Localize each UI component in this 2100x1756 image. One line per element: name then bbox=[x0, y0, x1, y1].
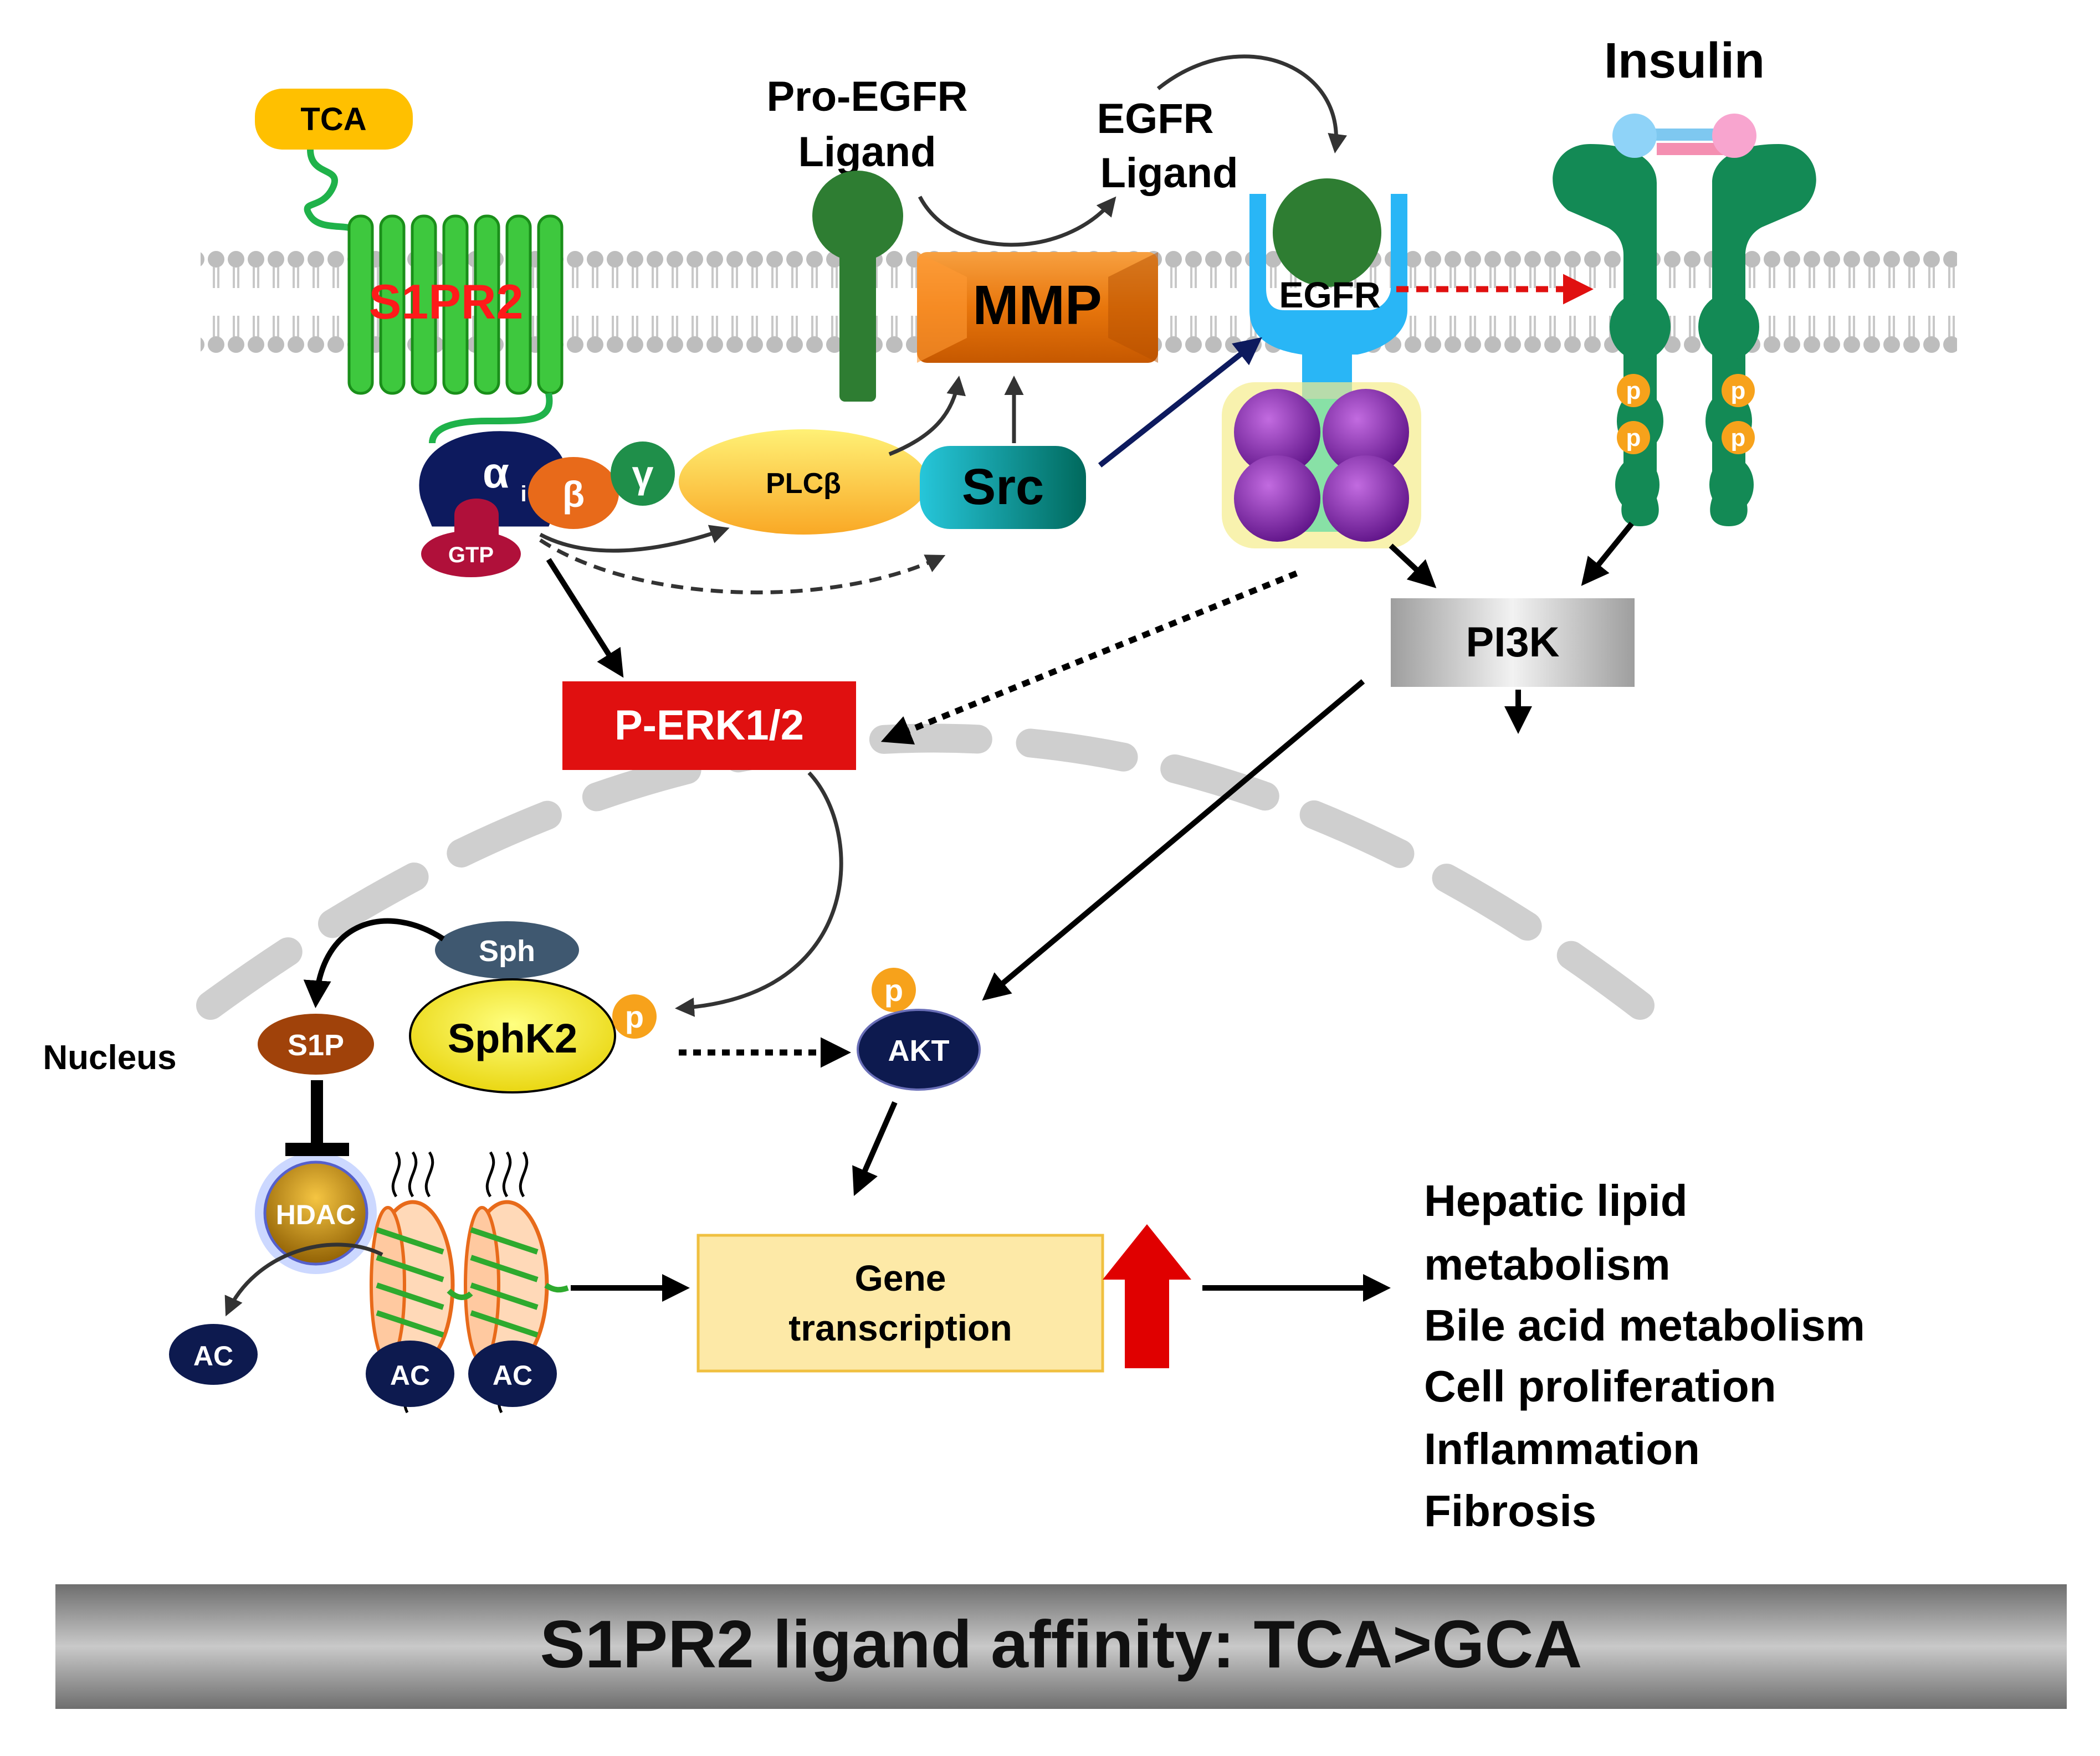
pro-egfr-ligand-label-2: Ligand bbox=[798, 129, 936, 176]
s1pr2-label: S1PR2 bbox=[369, 274, 524, 329]
insulin-label: Insulin bbox=[1604, 33, 1765, 89]
egfr-ligand-label-1: EGFR bbox=[1097, 95, 1213, 142]
egfr-kinase-domain bbox=[1222, 382, 1421, 548]
phospho-site-akt bbox=[872, 968, 916, 1012]
sphk2-kinase: SphK2 p bbox=[409, 978, 657, 1093]
ac-group-1: AC bbox=[366, 1341, 454, 1407]
arrow-pro-egfr-to-egfr-ligand bbox=[918, 196, 1116, 247]
g-gamma-subunit bbox=[611, 441, 675, 506]
outcome-item: Bile acid metabolism bbox=[1424, 1301, 1865, 1350]
phospho-site-group-insulin: p p p p bbox=[1617, 374, 1755, 454]
insulin-molecule bbox=[1612, 114, 1756, 158]
svg-text:AC: AC bbox=[493, 1360, 532, 1391]
svg-text:transcription: transcription bbox=[788, 1307, 1012, 1348]
hdac-enzyme: HDAC bbox=[255, 1152, 377, 1274]
outcomes-list: Hepatic lipid metabolism Bile acid metab… bbox=[1424, 1176, 1865, 1536]
plcb-enzyme: PLCβ bbox=[679, 429, 928, 535]
svg-text:Gene: Gene bbox=[854, 1257, 946, 1298]
arrow-egfr-to-perk-dotted bbox=[880, 570, 1298, 744]
dna-link bbox=[447, 1288, 473, 1300]
svg-text:α: α bbox=[483, 448, 509, 497]
egfr-receptor: EGFR bbox=[1249, 178, 1407, 399]
svg-text:S1P: S1P bbox=[288, 1029, 344, 1062]
svg-text:β: β bbox=[562, 474, 585, 515]
outcome-item: Hepatic lipid bbox=[1424, 1176, 1688, 1225]
src-kinase: Src bbox=[920, 446, 1086, 529]
outcome-item: metabolism bbox=[1424, 1240, 1671, 1289]
tca-ligand: TCA bbox=[255, 89, 413, 150]
mmp-enzyme: MMP bbox=[917, 252, 1158, 363]
s1pr2-c-terminus bbox=[429, 392, 553, 444]
svg-text:P-ERK1/2: P-ERK1/2 bbox=[614, 702, 804, 749]
outcome-item: Fibrosis bbox=[1424, 1486, 1596, 1536]
svg-text:AC: AC bbox=[390, 1360, 430, 1391]
pro-egfr-ligand bbox=[812, 171, 903, 402]
arrow-akt-to-gene-transcription bbox=[852, 1101, 898, 1197]
nucleus-label: Nucleus bbox=[43, 1039, 176, 1077]
akt-kinase: p AKT bbox=[857, 968, 981, 1091]
arrow-gprotein-to-perk bbox=[546, 558, 624, 678]
svg-text:MMP: MMP bbox=[972, 274, 1102, 336]
svg-text:p: p bbox=[1626, 424, 1641, 451]
svg-text:p: p bbox=[1731, 377, 1746, 404]
egfr-ligand-label-2: Ligand bbox=[1100, 150, 1238, 197]
arrow-gprotein-to-plcb bbox=[539, 525, 730, 553]
svg-text:EGFR: EGFR bbox=[1279, 274, 1380, 315]
g-beta-subunit bbox=[528, 457, 619, 529]
s1p-molecule: S1P bbox=[258, 1014, 374, 1075]
gene-transcription-box: Gene transcription bbox=[696, 1234, 1104, 1373]
pro-egfr-ligand-label-1: Pro-EGFR bbox=[766, 73, 967, 120]
svg-text:HDAC: HDAC bbox=[276, 1199, 356, 1230]
arrow-pi3k-to-akt bbox=[982, 679, 1365, 1001]
svg-text:i: i bbox=[520, 482, 526, 506]
svg-text:p: p bbox=[884, 973, 903, 1008]
g-protein: α i β γ GTP bbox=[419, 431, 675, 577]
arrow-gprotein-to-src-dashed bbox=[539, 538, 946, 594]
perk-box: P-ERK1/2 bbox=[562, 681, 856, 770]
arrow-hdac-deacetylation bbox=[224, 1242, 383, 1317]
svg-text:Src: Src bbox=[962, 459, 1044, 515]
outcome-item: Inflammation bbox=[1424, 1424, 1700, 1473]
arrow-perk-to-sphk2 bbox=[675, 771, 843, 1017]
ac-group-released: AC bbox=[169, 1324, 258, 1385]
svg-text:Sph: Sph bbox=[479, 935, 535, 968]
phospho-site-sphk2 bbox=[612, 994, 657, 1039]
s1pr2-n-terminus bbox=[304, 149, 358, 234]
svg-text:SphK2: SphK2 bbox=[448, 1015, 577, 1061]
footer-text: S1PR2 ligand affinity: TCA>GCA bbox=[540, 1606, 1582, 1682]
sph-molecule: Sph bbox=[435, 921, 579, 979]
pi3k-box: PI3K bbox=[1391, 598, 1635, 687]
svg-text:GTP: GTP bbox=[448, 543, 494, 567]
outcome-item: Cell proliferation bbox=[1424, 1362, 1776, 1411]
arrow-egfr-to-pi3k bbox=[1389, 543, 1437, 588]
arrow-sph-to-s1p bbox=[303, 918, 445, 1008]
ac-group-2: AC bbox=[468, 1341, 557, 1407]
svg-text:AC: AC bbox=[193, 1341, 233, 1372]
arrow-src-to-egfr bbox=[1098, 337, 1262, 468]
arrow-plcb-to-mmp bbox=[888, 376, 966, 456]
upregulation-arrow bbox=[1103, 1224, 1191, 1368]
footer-banner: S1PR2 ligand affinity: TCA>GCA bbox=[55, 1584, 2067, 1709]
svg-text:TCA: TCA bbox=[300, 101, 366, 137]
arrow-insulin-receptor-to-pi3k bbox=[1581, 521, 1634, 586]
svg-text:p: p bbox=[1731, 424, 1746, 451]
svg-text:γ: γ bbox=[632, 453, 654, 496]
arrow-ligand-to-egfr bbox=[1156, 54, 1348, 153]
svg-text:PLCβ: PLCβ bbox=[766, 468, 841, 500]
svg-text:p: p bbox=[625, 999, 644, 1034]
gtp-pocket bbox=[454, 499, 499, 540]
svg-text:PI3K: PI3K bbox=[1466, 619, 1560, 666]
s1pr2-receptor: S1PR2 bbox=[347, 214, 564, 395]
nuclear-envelope bbox=[196, 723, 1655, 1020]
svg-text:AKT: AKT bbox=[888, 1034, 950, 1067]
gtp bbox=[421, 531, 521, 577]
svg-text:p: p bbox=[1626, 377, 1641, 404]
